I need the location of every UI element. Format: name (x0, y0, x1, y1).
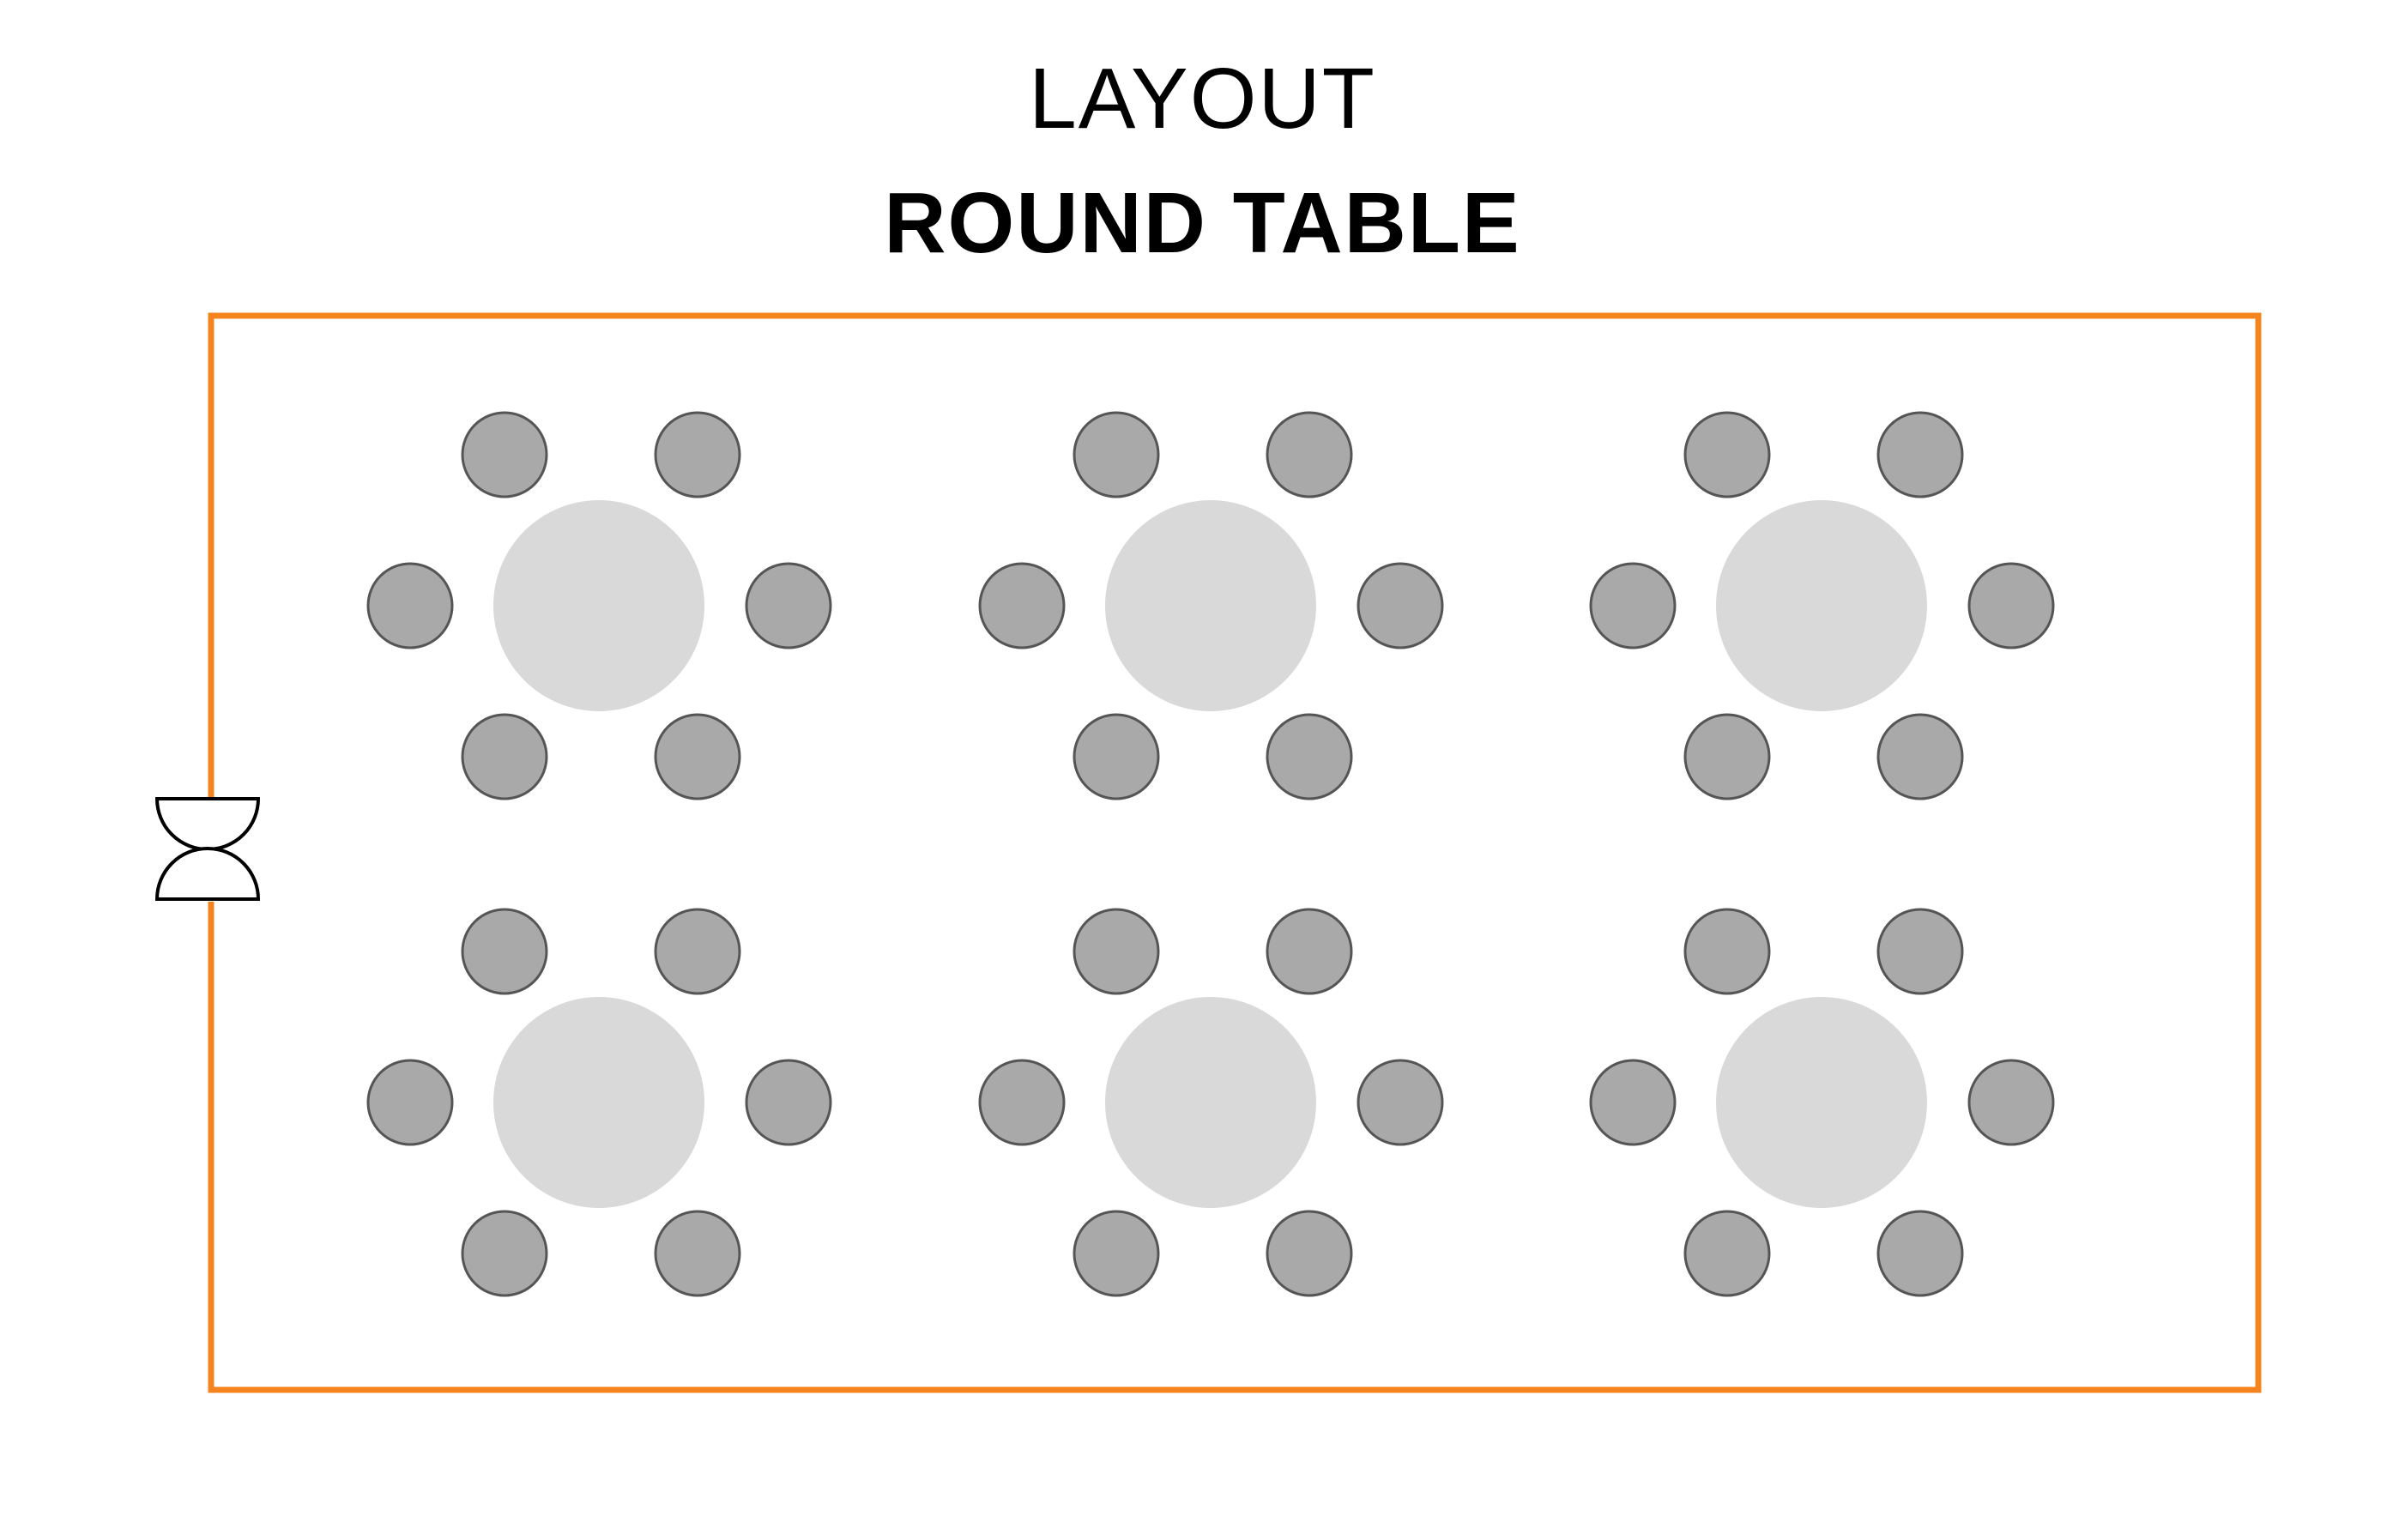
chair[interactable] (745, 1059, 832, 1146)
chair[interactable] (1073, 411, 1160, 498)
layout-label: LAYOUT (1029, 51, 1376, 147)
chair[interactable] (1967, 562, 2055, 649)
chair[interactable] (1357, 1059, 1444, 1146)
chair[interactable] (654, 411, 741, 498)
chair[interactable] (366, 1059, 454, 1146)
round-table[interactable] (1716, 500, 1927, 711)
chair[interactable] (654, 713, 741, 800)
chair[interactable] (1876, 908, 1964, 995)
chair[interactable] (1589, 1059, 1677, 1146)
chair[interactable] (1876, 411, 1964, 498)
chair[interactable] (1073, 1210, 1160, 1297)
round-table[interactable] (1105, 500, 1316, 711)
round-table[interactable] (493, 997, 704, 1208)
round-table-setting-4 (366, 908, 832, 1297)
round-table[interactable] (1105, 997, 1316, 1208)
round-table-setting-3 (1589, 411, 2055, 800)
chair[interactable] (1876, 1210, 1964, 1297)
chair[interactable] (1967, 1059, 2055, 1146)
chair[interactable] (1683, 713, 1771, 800)
round-table-setting-2 (978, 411, 1444, 800)
chair[interactable] (1266, 713, 1353, 800)
chair[interactable] (461, 1210, 548, 1297)
double-door-icon[interactable] (154, 797, 261, 902)
chair[interactable] (1266, 908, 1353, 995)
chair[interactable] (1683, 908, 1771, 995)
chair[interactable] (1357, 562, 1444, 649)
chair[interactable] (1683, 411, 1771, 498)
chair[interactable] (1073, 713, 1160, 800)
chair[interactable] (745, 562, 832, 649)
round-table[interactable] (493, 500, 704, 711)
chair[interactable] (654, 1210, 741, 1297)
round-table[interactable] (1716, 997, 1927, 1208)
chair[interactable] (461, 713, 548, 800)
chair[interactable] (461, 908, 548, 995)
chair[interactable] (1876, 713, 1964, 800)
page-title: ROUND TABLE (884, 175, 1521, 271)
chair[interactable] (1266, 411, 1353, 498)
chair[interactable] (1266, 1210, 1353, 1297)
round-table-setting-6 (1589, 908, 2055, 1297)
chair[interactable] (978, 1059, 1066, 1146)
chair[interactable] (461, 411, 548, 498)
chair[interactable] (978, 562, 1066, 649)
round-table-setting-1 (366, 411, 832, 800)
door-leaf-top (154, 797, 261, 851)
table-group (366, 411, 2055, 1297)
door-leaf-bottom (154, 847, 261, 901)
chair[interactable] (1073, 908, 1160, 995)
chair[interactable] (366, 562, 454, 649)
round-table-setting-5 (978, 908, 1444, 1297)
chair[interactable] (654, 908, 741, 995)
chair[interactable] (1683, 1210, 1771, 1297)
chair[interactable] (1589, 562, 1677, 649)
